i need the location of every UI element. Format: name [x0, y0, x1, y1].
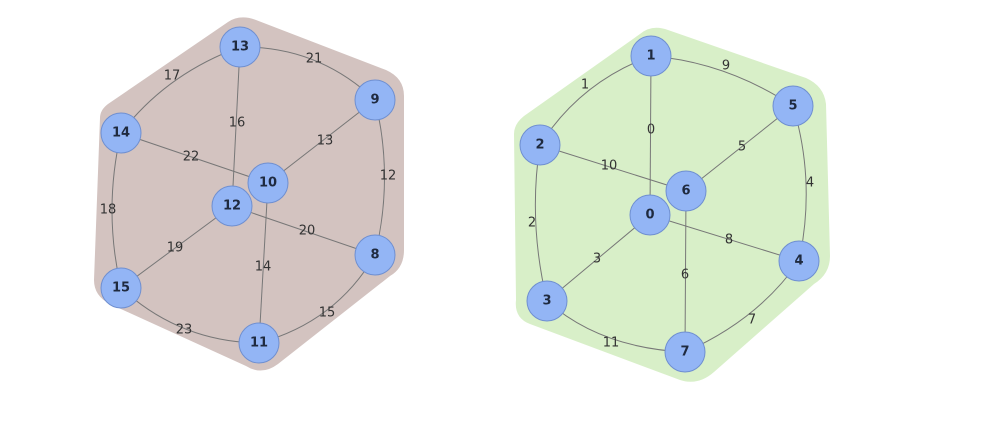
node-2-circle	[519, 124, 561, 166]
node-11-circle	[238, 322, 280, 364]
edge-10-11	[258, 182, 269, 344]
edge-label-9-10: 13	[317, 134, 334, 149]
edge-13-12	[231, 46, 241, 207]
node-0[interactable]: 0	[629, 194, 671, 236]
edge-5-6	[685, 105, 794, 192]
edge-label-14-10: 22	[183, 150, 200, 165]
node-15-circle	[100, 267, 142, 309]
edge-label-13-14: 17	[164, 69, 181, 84]
edge-0-3	[546, 214, 651, 302]
node-11-label: 11	[250, 336, 268, 351]
node-5-label: 5	[788, 99, 797, 114]
node-4-circle	[778, 240, 820, 282]
node-8-circle	[354, 234, 396, 276]
node-15-label: 15	[112, 281, 130, 296]
node-0-label: 0	[645, 208, 654, 223]
node-5[interactable]: 5	[772, 85, 814, 127]
edge-label-5-4: 4	[806, 176, 814, 191]
edge-label-0-4: 8	[725, 233, 733, 248]
edge-label-2-3: 2	[528, 216, 536, 231]
edge-label-0-3: 3	[593, 252, 601, 267]
edge-1-0	[649, 55, 652, 216]
edge-2-6	[539, 144, 687, 192]
node-14[interactable]: 14	[100, 112, 142, 154]
node-9-circle	[354, 79, 396, 121]
node-15[interactable]: 15	[100, 267, 142, 309]
node-8-label: 8	[370, 248, 379, 263]
edge-label-2-6: 10	[601, 159, 618, 174]
edge-label-6-7: 6	[681, 268, 689, 283]
edge-label-1-0: 0	[647, 123, 655, 138]
node-12[interactable]: 12	[211, 185, 253, 227]
edge-label-1-2: 1	[581, 78, 589, 93]
node-10[interactable]: 10	[247, 162, 289, 204]
node-14-label: 14	[112, 126, 130, 141]
node-3-circle	[526, 280, 568, 322]
edge-9-10	[267, 99, 376, 184]
node-5-circle	[772, 85, 814, 127]
edge-label-8-11: 15	[319, 306, 336, 321]
edge-label-13-12: 16	[229, 116, 246, 131]
edge-label-12-8: 20	[299, 224, 316, 239]
node-10-label: 10	[259, 176, 277, 191]
edge-label-1-5: 9	[722, 59, 730, 74]
node-4-label: 4	[794, 254, 803, 269]
edge-label-12-15: 19	[167, 241, 184, 256]
node-1[interactable]: 1	[630, 35, 672, 77]
node-8[interactable]: 8	[354, 234, 396, 276]
node-11[interactable]: 11	[238, 322, 280, 364]
edge-0-4	[649, 214, 800, 262]
edge-label-5-6: 5	[738, 140, 746, 155]
node-1-label: 1	[646, 49, 655, 64]
edge-label-14-15: 18	[100, 203, 117, 218]
node-3-label: 3	[542, 294, 551, 309]
edge-label-3-7: 11	[603, 336, 620, 351]
node-14-circle	[100, 112, 142, 154]
edge-12-8	[231, 205, 376, 256]
node-12-label: 12	[223, 199, 241, 214]
edge-label-4-7: 7	[748, 313, 756, 328]
node-7-circle	[664, 331, 706, 373]
edge-label-15-11: 23	[176, 323, 193, 338]
node-6-circle	[665, 170, 707, 212]
node-13[interactable]: 13	[219, 26, 261, 68]
edge-6-7	[684, 190, 687, 353]
edge-14-10	[120, 132, 269, 184]
node-2-label: 2	[535, 138, 544, 153]
node-9-label: 9	[370, 93, 379, 108]
node-4[interactable]: 4	[778, 240, 820, 282]
edge-label-13-9: 21	[306, 52, 323, 67]
node-2[interactable]: 2	[519, 124, 561, 166]
node-10-circle	[247, 162, 289, 204]
edge-label-9-8: 12	[380, 169, 397, 184]
node-1-circle	[630, 35, 672, 77]
cluster-left-background	[94, 17, 404, 371]
node-3[interactable]: 3	[526, 280, 568, 322]
edge-12-15	[120, 205, 233, 289]
node-0-circle	[629, 194, 671, 236]
node-13-label: 13	[231, 40, 249, 55]
node-12-circle	[211, 185, 253, 227]
node-13-circle	[219, 26, 261, 68]
node-6[interactable]: 6	[665, 170, 707, 212]
node-7-label: 7	[680, 345, 689, 360]
node-9[interactable]: 9	[354, 79, 396, 121]
edge-label-10-11: 14	[255, 260, 272, 275]
node-7[interactable]: 7	[664, 331, 706, 373]
node-6-label: 6	[681, 184, 690, 199]
